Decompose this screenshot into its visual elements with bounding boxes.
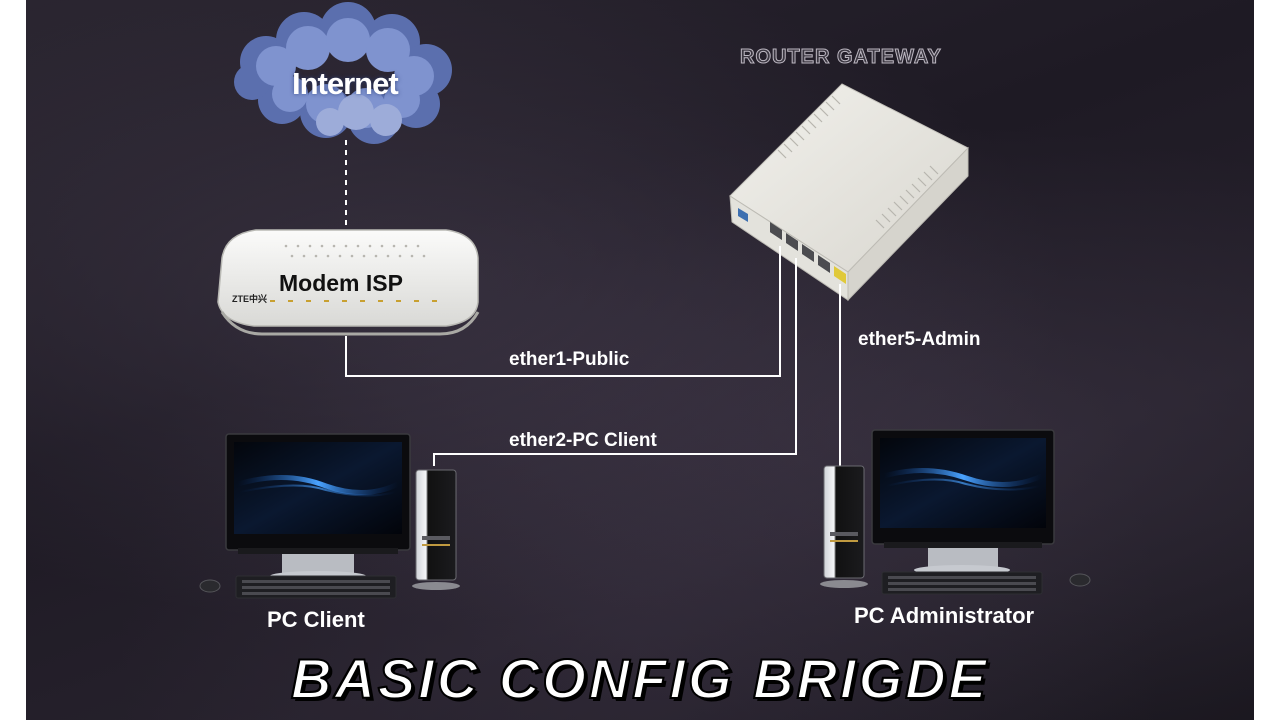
network-diagram-graphics [199,2,1091,599]
pc-administrator-label: PC Administrator [854,603,1035,628]
internet-cloud-icon [234,2,452,144]
ether1-link-line [345,246,781,377]
router-gateway-title: ROUTER GATEWAY [740,46,942,69]
modem-isp-label: Modem ISP [279,270,403,296]
ether5-label: ether5-Admin [858,329,981,350]
modem-isp-icon [217,229,480,336]
ether1-label: ether1-Public [509,349,630,370]
ether2-link-line [433,258,797,466]
connection-lines [345,246,841,466]
router-gateway-icon [729,83,969,302]
internet-label: Internet [292,66,399,101]
diagram-title: BASIC CONFIG BRIGDE [290,646,989,711]
pc-client-label: PC Client [267,607,365,632]
ether2-label: ether2-PC Client [509,430,657,451]
modem-brand-label: ZTE中兴 [232,294,267,304]
pc-client-icon [199,433,460,599]
pc-administrator-icon [820,429,1091,595]
diagram-canvas: Internet ROUTER GATEWAY Modem ISP ZTE中兴 … [26,0,1254,720]
